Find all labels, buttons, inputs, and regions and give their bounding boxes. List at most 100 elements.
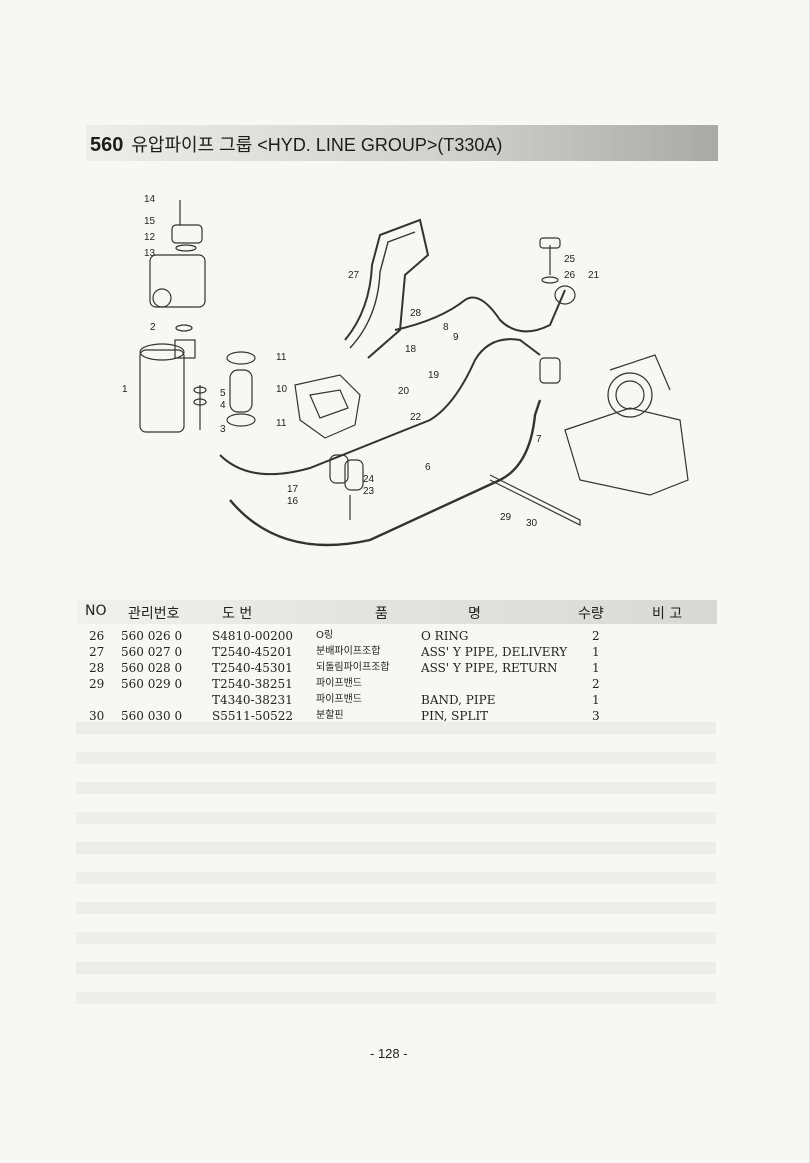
- cell-mgmt-number: 560 026 0: [121, 629, 183, 643]
- table-row: 29 560 029 0 T2540-38251 파이프밴드 2: [0, 676, 810, 692]
- callout: 23: [363, 486, 375, 497]
- section-header-band: [86, 125, 718, 161]
- cell-qty: 1: [592, 645, 600, 659]
- cell-qty: 2: [592, 677, 600, 691]
- callout: 28: [410, 308, 422, 319]
- cell-name-kr: 되돌림파이프조합: [316, 662, 390, 673]
- callout: 19: [428, 370, 440, 381]
- callout: 11: [276, 352, 287, 363]
- callout: 29: [500, 512, 512, 523]
- empty-row: [76, 752, 716, 764]
- hose-section: [229, 369, 253, 413]
- cell-part-number: T2540-45301: [212, 661, 293, 675]
- callout: 6: [425, 462, 431, 473]
- callout: 11: [276, 418, 287, 429]
- cell-name-kr: O링: [316, 630, 334, 641]
- cell-no: 28: [89, 661, 105, 675]
- callout: 17: [287, 484, 299, 495]
- column-header-management-number: 관리번호: [128, 606, 180, 622]
- callout: 18: [405, 344, 417, 355]
- column-header-quantity: 수량: [578, 606, 604, 622]
- callout: 30: [526, 518, 538, 529]
- callout: 24: [363, 474, 375, 485]
- pump-body: [149, 254, 206, 308]
- callout: 15: [144, 216, 156, 227]
- cell-part-number: T2540-38251: [212, 677, 293, 691]
- table-row: 26 560 026 0 S4810-00200 O링 O RING 2: [0, 628, 810, 644]
- cell-name-en: O RING: [421, 629, 469, 643]
- cell-name-kr: 파이프밴드: [316, 694, 362, 705]
- empty-row: [76, 932, 716, 944]
- filter-canister: [139, 349, 185, 433]
- callout: 1: [122, 384, 128, 395]
- empty-row: [76, 962, 716, 974]
- callout: 22: [410, 412, 422, 423]
- cell-qty: 2: [592, 629, 600, 643]
- empty-table-rows: [76, 722, 716, 1012]
- cell-qty: 3: [592, 709, 600, 723]
- cell-part-number: S5511-50522: [212, 709, 293, 723]
- section-title: 유압파이프 그룹 <HYD. LINE GROUP>(T330A): [131, 135, 503, 155]
- callout: 27: [348, 270, 360, 281]
- cell-no: 29: [89, 677, 105, 691]
- table-row: 28 560 028 0 T2540-45301 되돌림파이프조합 ASS' Y…: [0, 660, 810, 676]
- callout: 9: [453, 332, 459, 343]
- cell-name-en: ASS' Y PIPE, DELIVERY: [421, 645, 568, 659]
- cell-mgmt-number: 560 029 0: [121, 677, 183, 691]
- section-header: 560 유압파이프 그룹 <HYD. LINE GROUP>(T330A): [90, 131, 502, 157]
- cell-name-en: PIN, SPLIT: [421, 709, 489, 723]
- callout: 13: [144, 248, 156, 259]
- callout: 10: [276, 384, 288, 395]
- callout: 12: [144, 232, 156, 243]
- empty-row: [76, 992, 716, 1004]
- callout: 2: [150, 322, 156, 333]
- callout: 14: [144, 194, 156, 205]
- cell-mgmt-number: 560 030 0: [121, 709, 183, 723]
- cell-name-kr: 분배파이프조합: [316, 646, 381, 657]
- table-row: T4340-38231 파이프밴드 BAND, PIPE 1: [0, 692, 810, 708]
- callout: 8: [443, 322, 449, 333]
- empty-row: [76, 722, 716, 734]
- empty-row: [76, 782, 716, 794]
- cell-mgmt-number: 560 027 0: [121, 645, 183, 659]
- control-valve: [294, 374, 361, 439]
- callout: 16: [287, 496, 299, 507]
- callout: 25: [564, 254, 576, 265]
- callout: 5: [220, 388, 226, 399]
- parts-diagram: 14 15 12 13 2 1 5 4 3 11 10 11 27 28 8 9…: [122, 194, 689, 547]
- cell-mgmt-number: 560 028 0: [121, 661, 183, 675]
- empty-row: [76, 812, 716, 824]
- transmission-housing: [564, 407, 689, 496]
- column-header-no: NO: [85, 603, 107, 619]
- empty-row: [76, 872, 716, 884]
- cell-no: 30: [89, 709, 105, 723]
- empty-row: [76, 902, 716, 914]
- column-header-drawing-number: 도 번: [222, 606, 253, 622]
- cell-part-number: T4340-38231: [212, 693, 293, 707]
- cell-no: 27: [89, 645, 105, 659]
- callout: 3: [220, 424, 226, 435]
- callout: 20: [398, 386, 410, 397]
- cell-name-en: ASS' Y PIPE, RETURN: [421, 661, 558, 675]
- callout: 4: [220, 400, 226, 411]
- section-number: 560: [90, 134, 124, 156]
- cell-qty: 1: [592, 693, 600, 707]
- cell-part-number: T2540-45201: [212, 645, 293, 659]
- cell-name-kr: 분할핀: [316, 710, 344, 721]
- cell-name-kr: 파이프밴드: [316, 678, 362, 689]
- column-header-remarks: 비 고: [652, 606, 683, 622]
- empty-row: [76, 842, 716, 854]
- table-row: 27 560 027 0 T2540-45201 분배파이프조합 ASS' Y …: [0, 644, 810, 660]
- callout: 21: [588, 270, 600, 281]
- column-header-name-right: 명: [468, 606, 481, 622]
- cell-qty: 1: [592, 661, 600, 675]
- cell-part-number: S4810-00200: [212, 629, 293, 643]
- table-row: 30 560 030 0 S5511-50522 분할핀 PIN, SPLIT …: [0, 708, 810, 724]
- cell-no: 26: [89, 629, 105, 643]
- column-header-name-left: 품: [375, 606, 388, 622]
- cell-name-en: BAND, PIPE: [421, 693, 496, 707]
- callout: 26: [564, 270, 576, 281]
- page-number: - 128 -: [370, 1046, 408, 1061]
- table-header-band: [77, 600, 717, 624]
- callout: 7: [536, 434, 542, 445]
